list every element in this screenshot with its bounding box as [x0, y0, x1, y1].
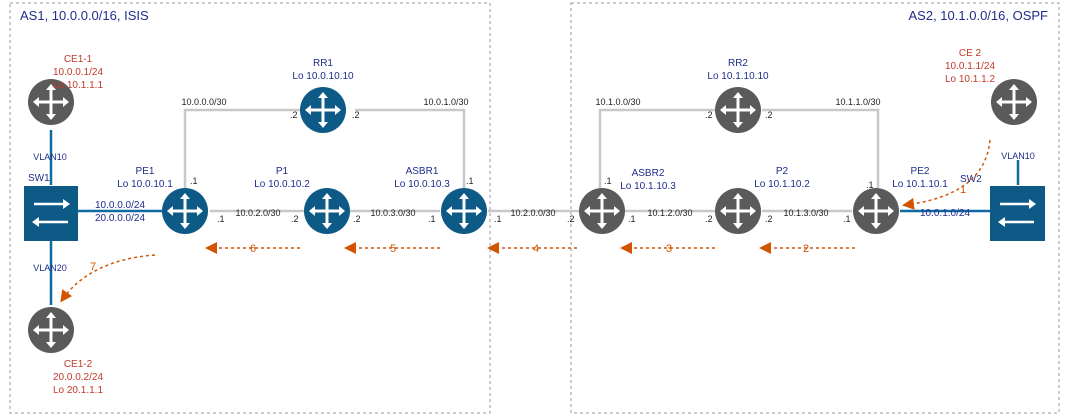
- ce12-lo: Lo 20.1.1.1: [53, 385, 103, 396]
- iface-p1-left: .2: [291, 214, 299, 224]
- p1-name: P1: [276, 166, 289, 177]
- iface-asbr2-right: .1: [628, 214, 636, 224]
- subnet-pe1-p1: 10.0.2.0/30: [235, 208, 280, 218]
- access-links: [49, 130, 1020, 305]
- rr1-lo: Lo 10.0.10.10: [292, 71, 354, 82]
- asbr1-name: ASBR1: [406, 166, 439, 177]
- p1-lo: Lo 10.0.10.2: [254, 179, 310, 190]
- subnet-rr1-asbr1: 10.0.1.0/30: [423, 97, 468, 107]
- step-4: 4: [533, 243, 539, 255]
- step-5: 5: [390, 243, 396, 255]
- switch-sw1[interactable]: [24, 186, 78, 241]
- as2-boundary: [570, 2, 1060, 414]
- iface-rr1-left: .2: [290, 110, 298, 120]
- as2-title: AS2, 10.1.0.0/16, OSPF: [909, 8, 1049, 23]
- p2-lo: Lo 10.1.10.2: [754, 179, 810, 190]
- ce11-addr: 10.0.0.1/24: [53, 67, 103, 78]
- iface-rr1-right: .2: [352, 110, 360, 120]
- p2-name: P2: [776, 166, 789, 177]
- ce11-lo: Lo 10.1.1.1: [53, 80, 103, 91]
- router-pe2[interactable]: [853, 188, 899, 234]
- links: [183, 108, 880, 213]
- ce12-addr: 20.0.0.2/24: [53, 372, 103, 383]
- router-asbr1[interactable]: [441, 188, 487, 234]
- as1-title: AS1, 10.0.0.0/16, ISIS: [20, 8, 149, 23]
- ce2-lo: Lo 10.1.1.2: [945, 74, 995, 85]
- vlan-sw1-top: VLAN10: [33, 152, 67, 162]
- router-asbr2[interactable]: [579, 188, 625, 234]
- subnet-asbr2-p2: 10.1.2.0/30: [647, 208, 692, 218]
- step-7: 7: [90, 261, 96, 273]
- subnet-sw1-pe1-b: 20.0.0.0/24: [95, 213, 145, 224]
- iface-pe1-right: .1: [217, 214, 225, 224]
- pe1-name: PE1: [136, 166, 155, 177]
- step-6: 6: [250, 243, 256, 255]
- subnet-rr2-pe2: 10.1.1.0/30: [835, 97, 880, 107]
- sw1-name: SW1: [28, 173, 50, 184]
- switch-sw2[interactable]: [990, 186, 1045, 241]
- pe1-lo: Lo 10.0.10.1: [117, 179, 173, 190]
- router-ce2[interactable]: [991, 79, 1037, 125]
- traffic-path: [60, 139, 991, 303]
- iface-p2-right: .2: [765, 214, 773, 224]
- iface-rr2-right: .2: [765, 110, 773, 120]
- ce11-name: CE1-1: [64, 54, 93, 65]
- rr1-name: RR1: [313, 58, 333, 69]
- subnet-asbr1-asbr2: 10.2.0.0/30: [510, 208, 555, 218]
- iface-asbr2-left: .2: [567, 214, 575, 224]
- iface-asbr1-top: .1: [466, 176, 474, 186]
- as1-boundary: [9, 2, 491, 414]
- vlan-sw2-top: VLAN10: [1001, 151, 1035, 161]
- router-ce11[interactable]: [28, 79, 74, 125]
- router-p2[interactable]: [715, 188, 761, 234]
- asbr1-lo: Lo 10.0.10.3: [394, 179, 450, 190]
- router-rr1[interactable]: [300, 87, 346, 133]
- iface-asbr1-right: .1: [494, 214, 502, 224]
- asbr2-name: ASBR2: [632, 168, 665, 179]
- rr2-lo: Lo 10.1.10.10: [707, 71, 769, 82]
- router-rr2[interactable]: [715, 87, 761, 133]
- rr2-name: RR2: [728, 58, 748, 69]
- iface-pe2-left: .1: [843, 214, 851, 224]
- asbr2-lo: Lo 10.1.10.3: [620, 181, 676, 192]
- subnet-pe2-sw2: 10.0.1.0/24: [920, 208, 970, 219]
- subnet-asbr2-rr2: 10.1.0.0/30: [595, 97, 640, 107]
- pe2-lo: Lo 10.1.10.1: [892, 179, 948, 190]
- ce2-addr: 10.0.1.1/24: [945, 61, 995, 72]
- iface-pe2-top: .1: [866, 180, 874, 190]
- subnet-p2-pe2: 10.1.3.0/30: [783, 208, 828, 218]
- pe2-name: PE2: [911, 166, 930, 177]
- subnet-p1-asbr1: 10.0.3.0/30: [370, 208, 415, 218]
- subnet-pe1-rr1: 10.0.0.0/30: [181, 97, 226, 107]
- step-3: 3: [666, 243, 672, 255]
- iface-p2-left: .2: [705, 214, 713, 224]
- router-pe1[interactable]: [162, 188, 208, 234]
- iface-asbr1-left: .1: [428, 214, 436, 224]
- router-ce12[interactable]: [28, 307, 74, 353]
- ce12-name: CE1-2: [64, 359, 93, 370]
- step-1: 1: [960, 184, 966, 196]
- step-2: 2: [803, 243, 809, 255]
- iface-rr2-left: .2: [705, 110, 713, 120]
- iface-asbr2-top: .1: [604, 176, 612, 186]
- subnet-sw1-pe1-a: 10.0.0.0/24: [95, 200, 145, 211]
- ce2-name: CE 2: [959, 48, 982, 59]
- vlan-sw1-bottom: VLAN20: [33, 263, 67, 273]
- iface-pe1-top: .1: [190, 176, 198, 186]
- iface-p1-right: .2: [353, 214, 361, 224]
- router-p1[interactable]: [304, 188, 350, 234]
